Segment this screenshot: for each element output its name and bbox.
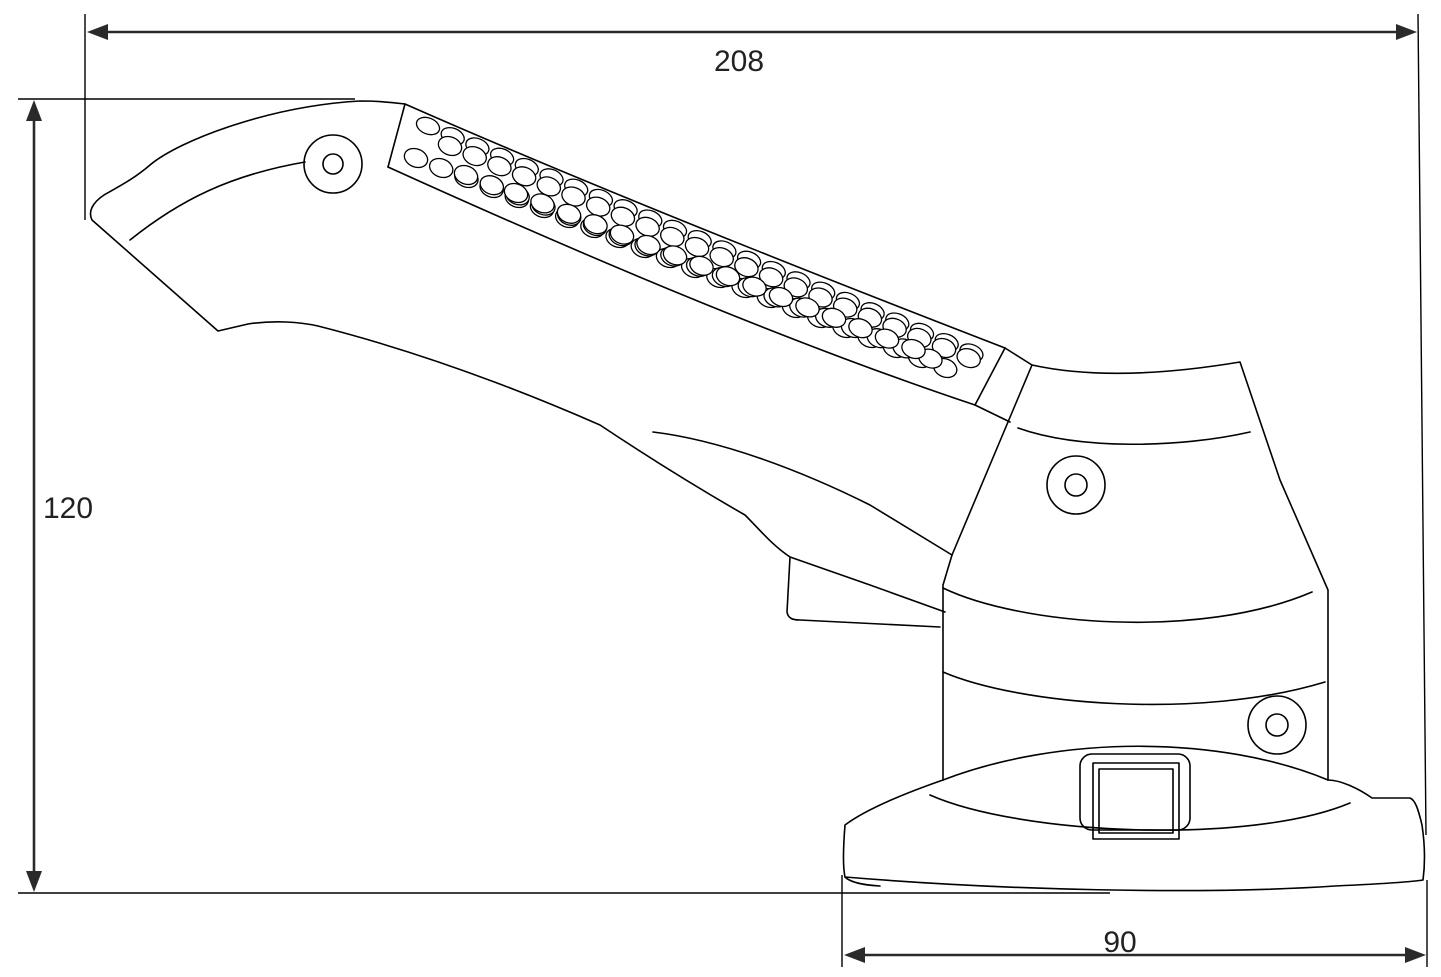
grip-perforations — [403, 116, 984, 379]
grip-perforation-dot — [689, 255, 714, 276]
switch-button-outer — [1092, 762, 1180, 840]
grip-perforation-dot — [901, 338, 926, 360]
grip-perforation-dot — [636, 234, 661, 256]
sander-outline — [89, 100, 1426, 892]
screw-base-center — [1265, 713, 1289, 737]
handle-top-edge — [89, 100, 1006, 613]
grip-perforation-dot — [437, 135, 463, 157]
dim-base-label: 90 — [1103, 926, 1136, 959]
switch-housing — [1079, 753, 1191, 831]
switch-button-inner — [1098, 768, 1174, 834]
housing-curve-1 — [1017, 427, 1251, 446]
grip-perforation-dot — [660, 226, 685, 248]
dim-base-arrow-right — [1405, 947, 1426, 963]
handle-inner-contour — [129, 161, 306, 241]
grip-perforation-dot — [453, 164, 479, 186]
base-lower-line — [844, 876, 881, 887]
grip-perforation-dot — [609, 224, 635, 245]
base-upper-curve — [942, 745, 1329, 781]
grip-perforation-dot — [821, 307, 847, 328]
grip-perforation-dot — [768, 286, 794, 308]
dim-height-label: 120 — [43, 492, 93, 525]
grip-perforation-dot — [709, 246, 734, 268]
grip-right-boundary — [974, 347, 1006, 406]
screw-housing-center — [1064, 473, 1088, 497]
grip-perforation-dot — [662, 245, 688, 266]
grip-perforation-dot — [503, 182, 529, 204]
screw-housing — [1046, 455, 1106, 515]
housing-curve-2 — [942, 587, 1313, 624]
screws — [303, 134, 1307, 755]
dim-height-arrow-top — [26, 100, 42, 121]
grip-left-boundary — [387, 103, 406, 168]
dimension-lines — [18, 13, 1428, 967]
grip-perforation-dot — [556, 203, 582, 224]
dim-length-arrow-right — [1396, 24, 1417, 40]
grip-perforation-dot — [684, 236, 710, 258]
grip-perforation-dot — [462, 145, 487, 167]
base-middle-curve — [929, 794, 1351, 831]
dim-height-arrow-bottom — [26, 871, 42, 892]
sanding-base — [842, 779, 1426, 892]
body-sweep-line — [652, 431, 953, 556]
grip-perforation-dot — [530, 193, 555, 214]
grip-perforation-dot — [734, 257, 759, 278]
grip-perforation-dot — [487, 156, 512, 177]
grip-perforation-dot — [795, 297, 820, 318]
grip-perforation-dot — [956, 347, 981, 369]
dim-length-arrow-left — [87, 24, 108, 40]
grip-perforation-dot — [848, 318, 873, 339]
motor-housing — [942, 361, 1329, 781]
grip-perforation-dot — [415, 116, 441, 136]
grip-perforation-dot — [758, 267, 784, 288]
grip-lower-edge — [387, 166, 976, 406]
housing-curve-3 — [942, 671, 1326, 706]
dim-length-label: 208 — [714, 45, 764, 78]
neck-top-line — [1004, 347, 1033, 366]
grip-perforation-dot — [403, 147, 429, 169]
screw-handle-center — [322, 153, 344, 175]
grip-perforation-dot — [874, 328, 900, 349]
ext-line-right — [1417, 13, 1427, 836]
grip-perforation-dot — [742, 276, 767, 297]
grip-perforation-dot — [479, 175, 505, 196]
trigger-flap — [786, 556, 941, 628]
screw-base — [1247, 695, 1307, 755]
grip-perforation-dot — [428, 157, 454, 179]
neck-joint-line — [974, 404, 1011, 423]
grip-perforation-dot — [583, 214, 608, 235]
dim-base-arrow-left — [844, 947, 865, 963]
grip-perforation-dot — [715, 266, 741, 287]
screw-handle — [303, 134, 363, 194]
